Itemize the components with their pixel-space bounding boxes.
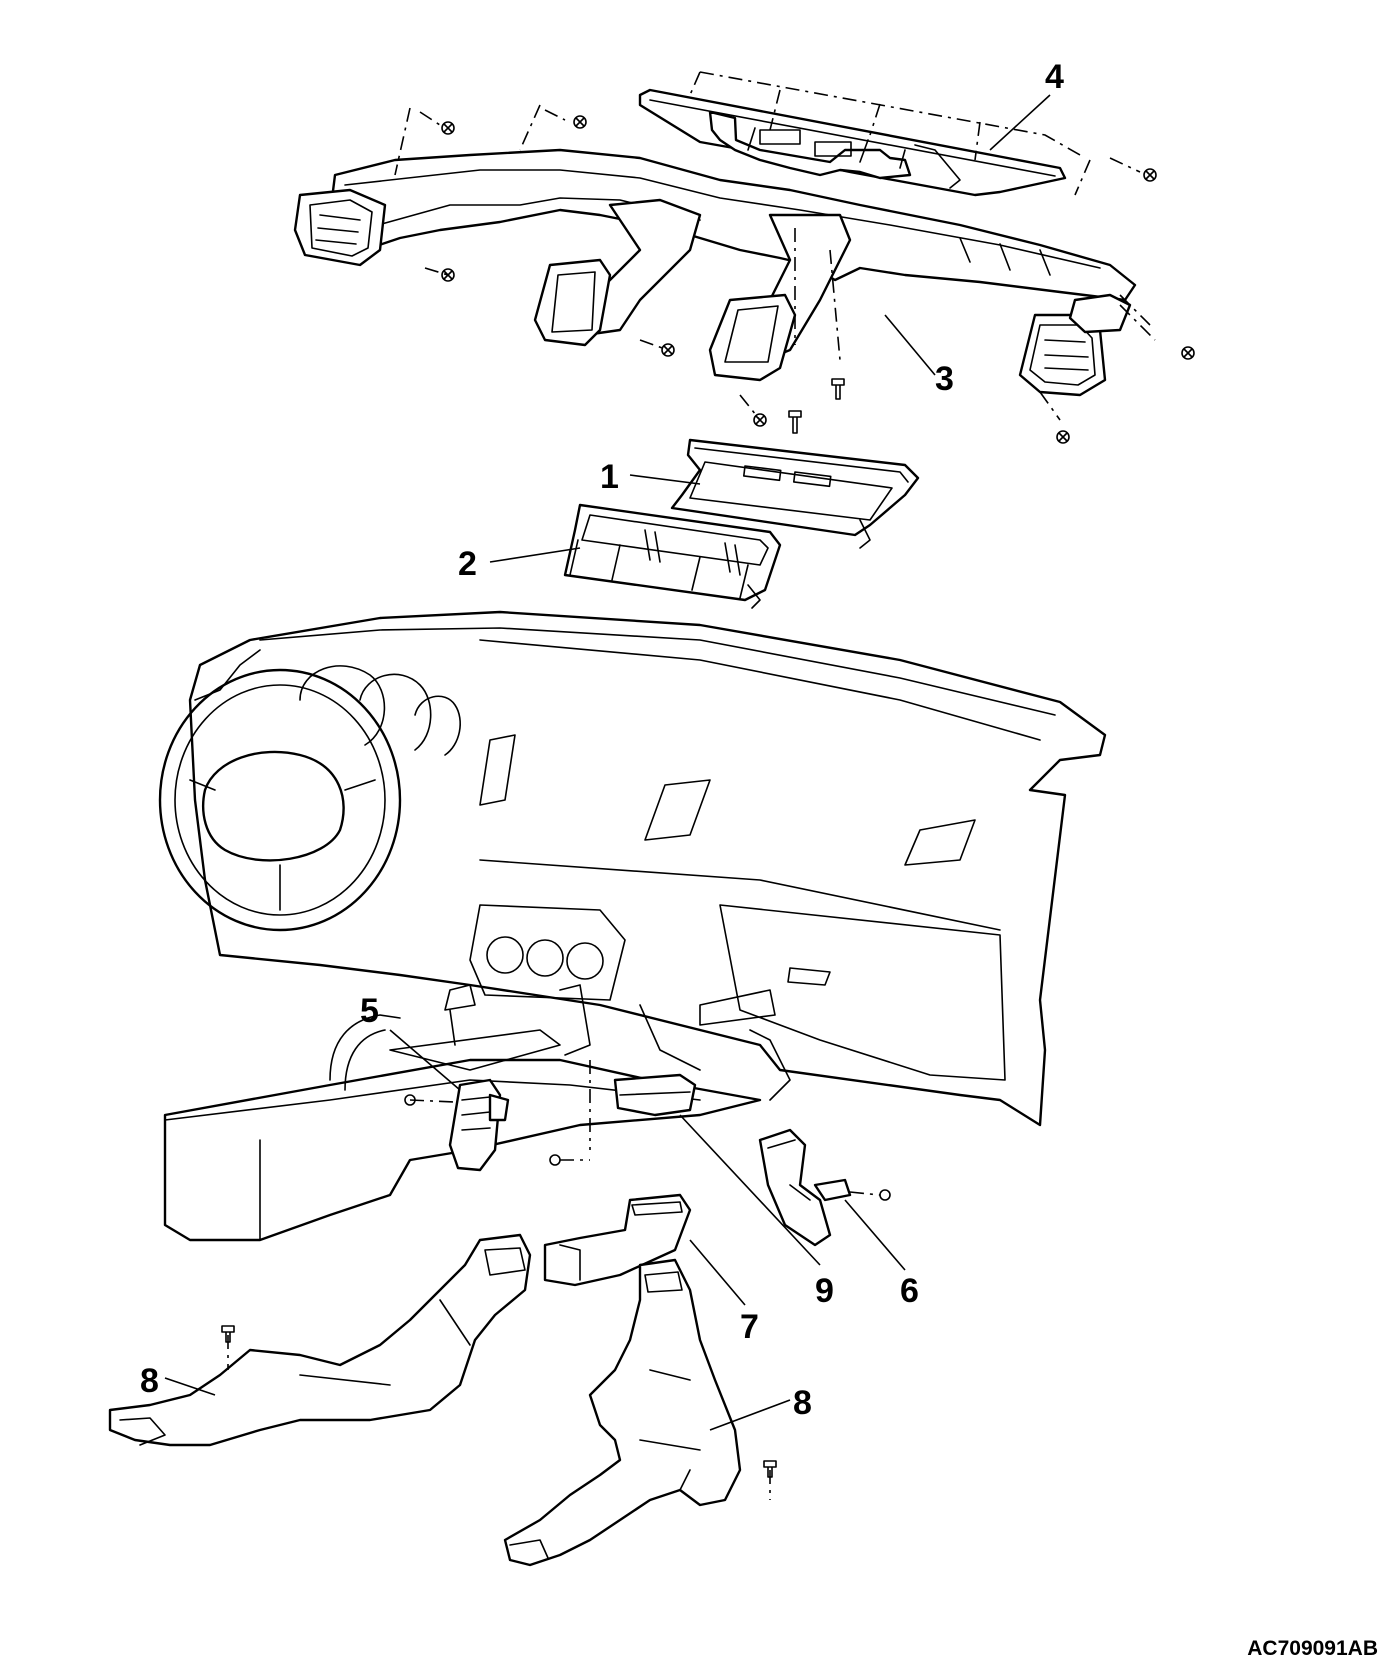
callout-leaders — [164, 94, 1051, 1431]
part-9-floor-duct — [549, 1060, 697, 1166]
callout-4: 4 — [1045, 58, 1064, 96]
callout-labels: 1 2 3 4 5 6 7 8 8 9 — [140, 58, 1064, 1422]
callout-8a: 8 — [140, 1362, 159, 1400]
leader-7 — [689, 1239, 746, 1306]
leader-8b — [709, 1399, 791, 1431]
screw — [404, 1094, 416, 1106]
screw — [441, 121, 455, 135]
part-8-left-foot-duct — [108, 1233, 532, 1447]
callout-9: 9 — [815, 1272, 834, 1310]
screw — [1143, 168, 1157, 182]
figure-reference-code: AC709091AB — [1247, 1637, 1378, 1660]
bolt — [831, 378, 845, 400]
part-7-rear-duct-adapter — [543, 1193, 692, 1287]
bolt — [763, 1460, 777, 1478]
leader-1 — [629, 474, 701, 485]
part-3-air-duct-assembly — [293, 104, 1156, 421]
part-8-right-foot-duct — [503, 1258, 777, 1567]
leader-3 — [884, 314, 936, 376]
leader-4 — [989, 94, 1051, 151]
callout-8b: 8 — [793, 1384, 812, 1422]
callout-7: 7 — [740, 1308, 759, 1346]
part-1-center-panel — [670, 438, 920, 549]
leader-5 — [389, 1029, 461, 1091]
screw — [1056, 430, 1070, 444]
screws-upper — [424, 115, 1195, 444]
screw — [441, 268, 455, 282]
bolt — [788, 410, 802, 434]
screw — [549, 1154, 561, 1166]
part-5-console-duct — [404, 1078, 510, 1172]
screw — [573, 115, 587, 129]
leader-6 — [844, 1199, 906, 1271]
leader-8a — [164, 1377, 216, 1396]
callout-6: 6 — [900, 1272, 919, 1310]
callout-5: 5 — [360, 992, 379, 1030]
part-4-defroster-nozzle — [638, 71, 1141, 197]
part-2-center-register — [563, 503, 782, 609]
callout-2: 2 — [458, 545, 477, 583]
leader-9 — [679, 1114, 821, 1266]
part-6-side-duct — [758, 1128, 891, 1247]
callout-1: 1 — [600, 458, 619, 496]
screw — [1181, 346, 1195, 360]
instrument-panel — [158, 610, 1107, 1127]
leader-2 — [489, 547, 581, 563]
screw — [879, 1189, 891, 1201]
callout-3: 3 — [935, 360, 954, 398]
bolt — [221, 1325, 235, 1343]
